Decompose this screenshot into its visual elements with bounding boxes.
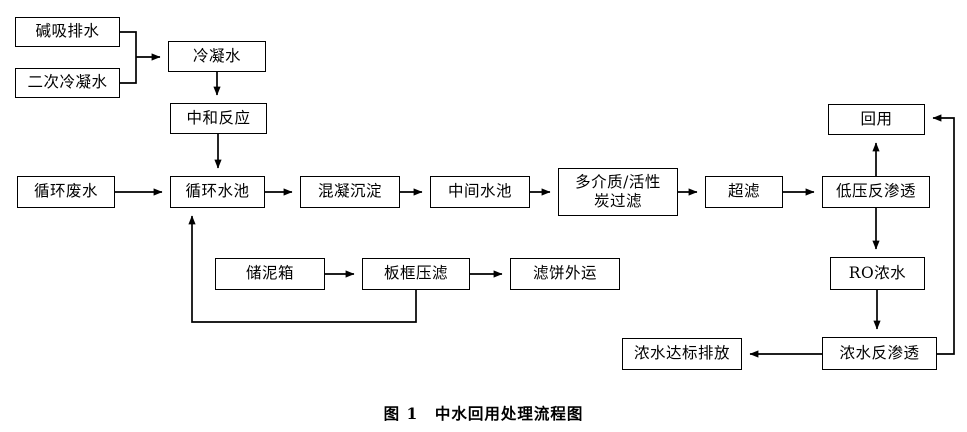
figure-caption: 图 1 中水回用处理流程图 [383,404,584,423]
node-coagulation[interactable]: 混凝沉淀 [300,176,400,208]
node-concentrate-ro[interactable]: 浓水反渗透 [822,337,937,370]
node-multimedia-carbon-filter[interactable]: 多介质/活性 炭过滤 [558,168,678,216]
node-reuse[interactable]: 回用 [828,104,925,135]
edge-press-return-to-pool [188,215,417,323]
node-neutralization[interactable]: 中和反应 [170,103,267,134]
node-circulating-wastewater[interactable]: 循环废水 [17,176,115,208]
node-low-pressure-ro[interactable]: 低压反渗透 [822,176,930,208]
node-intermediate-pool[interactable]: 中间水池 [430,176,530,208]
node-circulating-pool[interactable]: 循环水池 [170,176,265,208]
node-ultrafiltration[interactable]: 超滤 [705,176,783,208]
edge-merge-bracket [120,31,137,84]
edge-concro-to-reuse-loop [932,114,955,355]
node-plate-frame-press[interactable]: 板框压滤 [362,258,470,290]
node-ro-concentrate[interactable]: RO浓水 [830,257,925,290]
node-condensate[interactable]: 冷凝水 [168,41,266,72]
node-alkali-drain[interactable]: 碱吸排水 [15,17,120,47]
node-sludge-tank[interactable]: 储泥箱 [215,258,325,290]
node-filter-cake-transport[interactable]: 滤饼外运 [510,258,620,290]
node-concentrate-discharge[interactable]: 浓水达标排放 [622,338,742,370]
node-secondary-condensate[interactable]: 二次冷凝水 [15,68,120,98]
